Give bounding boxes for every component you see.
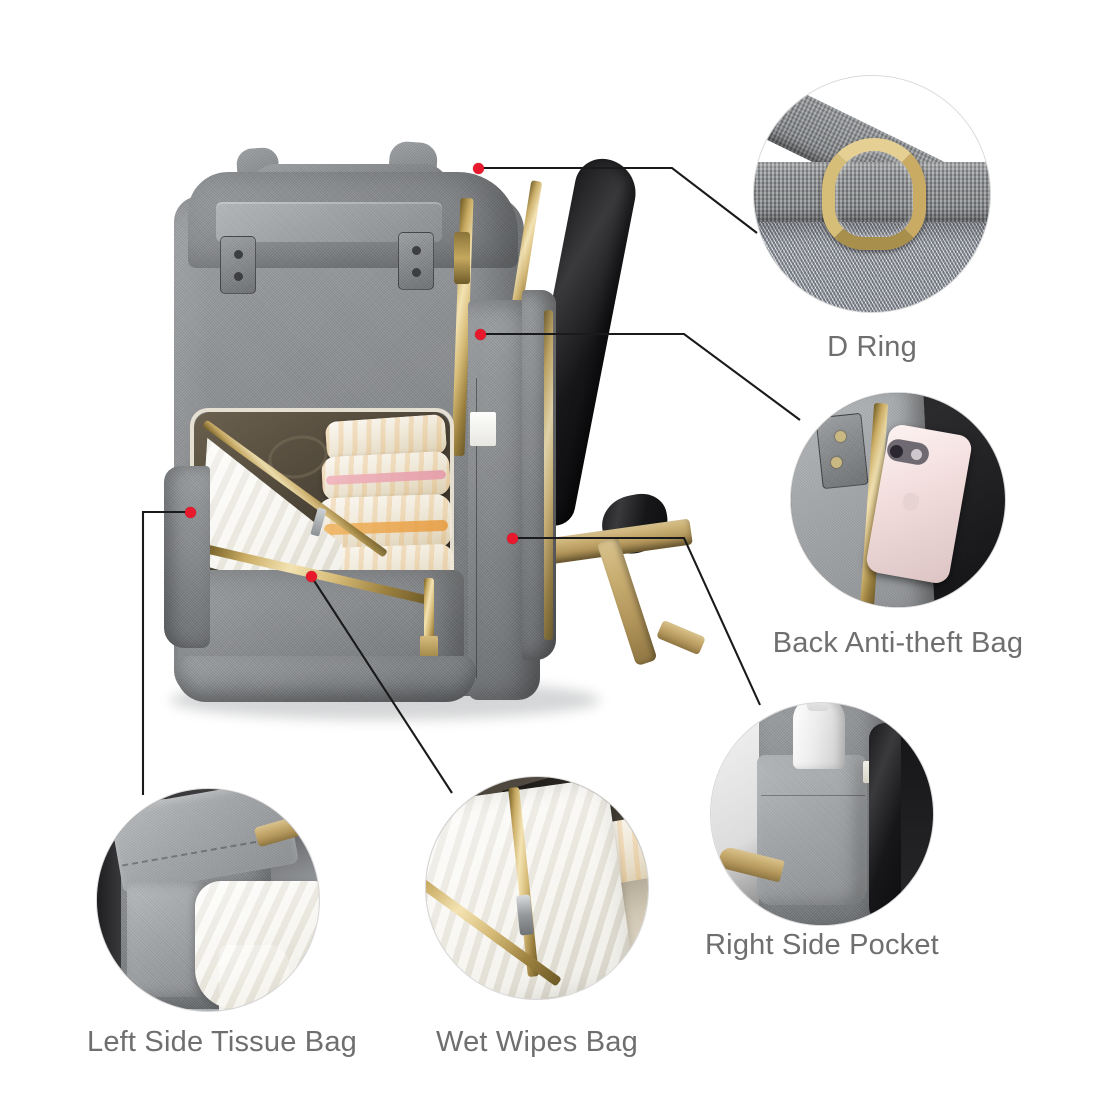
smartphone-camera-lens-1 <box>890 445 903 458</box>
right-pocket-seam-line <box>761 795 865 796</box>
left-side-tissue-pocket-photo <box>97 789 319 1011</box>
marker-dot-d-ring <box>473 163 484 174</box>
callout-circle-right-side-pocket <box>710 702 934 926</box>
stroller-strap-tip <box>656 619 706 656</box>
right-pocket-seam <box>476 378 477 678</box>
caption-d-ring: D Ring <box>827 331 917 363</box>
wipes-bag-piping <box>426 789 573 999</box>
left-side-tissue-pocket <box>164 466 210 648</box>
rivet-left-top <box>234 250 243 259</box>
d-ring-metal-ring <box>822 138 926 250</box>
caption-right-side-pocket: Right Side Pocket <box>705 929 939 961</box>
wet-wipes-inner-bag-photo <box>426 777 648 999</box>
d-ring-closeup-photo <box>754 76 990 312</box>
callout-circle-wet-wipes-bag <box>425 776 649 1000</box>
stroller-strap-tail <box>596 535 658 667</box>
rivet-right-bottom <box>412 268 421 277</box>
tissue-pocket-flap <box>127 881 207 997</box>
baby-bottle <box>793 703 845 769</box>
product-photo-backpack <box>150 140 706 720</box>
callout-circle-left-side-tissue-bag <box>96 788 320 1012</box>
callout-circle-back-anti-theft-bag <box>790 392 1006 608</box>
marker-dot-back-anti-theft-bag <box>475 329 486 340</box>
marker-dot-wet-wipes-bag <box>306 571 317 582</box>
right-side-bottle-pocket-photo <box>711 703 933 925</box>
caption-back-anti-theft-bag: Back Anti-theft Bag <box>772 627 1024 659</box>
main-side-zipper-pull <box>454 232 470 284</box>
back-panel-zipper <box>544 310 553 640</box>
tissue-fold-extra <box>219 945 289 1011</box>
backpack-base <box>176 656 476 702</box>
brand-label-tag <box>470 412 496 446</box>
handle-anchor-left <box>220 236 256 294</box>
rivet-left-bottom <box>234 272 243 281</box>
right-pocket-shoulder-strap <box>869 723 901 923</box>
smartphone-camera-lens-2 <box>911 449 922 460</box>
baby-bottle-nipple <box>807 703 829 711</box>
back-anti-theft-pocket-photo <box>791 393 1005 607</box>
anti-theft-rivet-bottom <box>831 457 842 468</box>
anti-theft-tab <box>815 412 869 490</box>
caption-wet-wipes-bag: Wet Wipes Bag <box>436 1026 638 1058</box>
handle-anchor-right <box>398 232 434 290</box>
rivet-right-top <box>412 246 421 255</box>
anti-theft-rivet-top <box>835 431 846 442</box>
callout-circle-d-ring <box>753 75 991 313</box>
right-pocket-pouch <box>757 755 867 905</box>
marker-dot-left-side-tissue-bag <box>185 507 196 518</box>
caption-left-side-tissue-bag: Left Side Tissue Bag <box>87 1026 357 1058</box>
marker-dot-right-side-pocket <box>507 533 518 544</box>
